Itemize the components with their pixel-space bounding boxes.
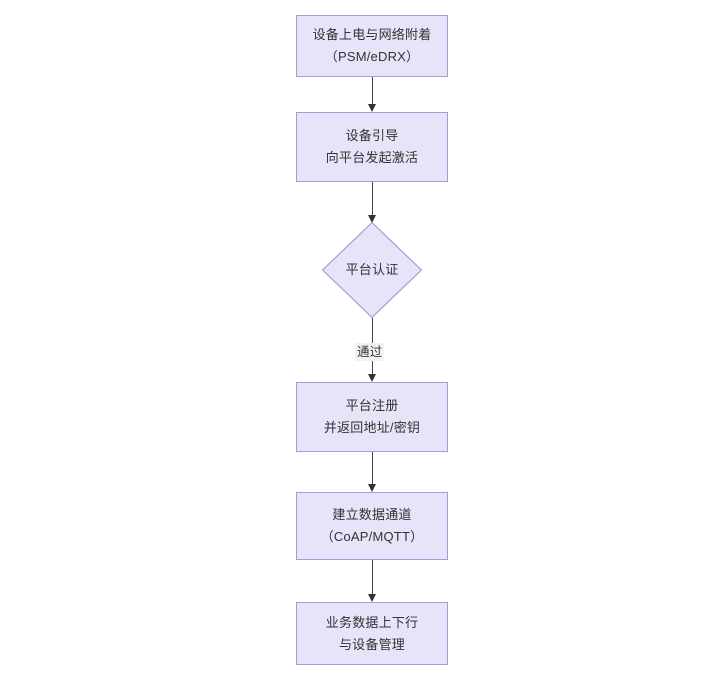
edge-n2-n3-line — [372, 182, 373, 215]
edge-label-pass: 通过 — [355, 343, 385, 361]
node-platform-auth-decision-label: 平台认证 — [345, 262, 399, 277]
node-establish-data-channel[interactable]: 建立数据通道 （CoAP/MQTT） — [296, 492, 448, 560]
node-platform-auth-decision[interactable]: 平台认证 — [322, 222, 422, 318]
node-device-power-on[interactable]: 设备上电与网络附着 （PSM/eDRX） — [296, 15, 448, 77]
node-platform-register-line-2: 并返回地址/密钥 — [323, 420, 421, 435]
edge-n5-n6-arrow — [368, 594, 376, 602]
node-platform-register-line-1: 平台注册 — [345, 398, 399, 413]
edge-n1-n2-line — [372, 77, 373, 104]
node-business-data-line-2: 与设备管理 — [338, 636, 405, 652]
node-device-power-on-line-1: 设备上电与网络附着 — [312, 27, 432, 42]
node-platform-register[interactable]: 平台注册 并返回地址/密钥 — [296, 382, 448, 452]
node-establish-data-channel-line-2: （CoAP/MQTT） — [320, 529, 424, 544]
edge-n5-n6-line — [372, 560, 373, 594]
diamond-shape — [322, 222, 422, 318]
edge-n2-n3-arrow — [368, 215, 376, 223]
edge-n1-n2-arrow — [368, 104, 376, 112]
node-device-bootstrap-line-2: 向平台发起激活 — [325, 150, 419, 165]
node-establish-data-channel-line-1: 建立数据通道 — [332, 507, 412, 522]
node-device-power-on-line-2: （PSM/eDRX） — [324, 49, 420, 64]
node-device-bootstrap-line-1: 设备引导 — [345, 128, 399, 143]
node-business-data-line-1: 业务数据上下行 — [325, 614, 419, 630]
edge-n4-n5-line — [372, 452, 373, 484]
edge-n3-n4-arrow — [368, 374, 376, 382]
node-device-bootstrap[interactable]: 设备引导 向平台发起激活 — [296, 112, 448, 182]
edge-n4-n5-arrow — [368, 484, 376, 492]
node-business-data-and-device-mgmt[interactable]: 业务数据上下行 与设备管理 — [296, 602, 448, 665]
